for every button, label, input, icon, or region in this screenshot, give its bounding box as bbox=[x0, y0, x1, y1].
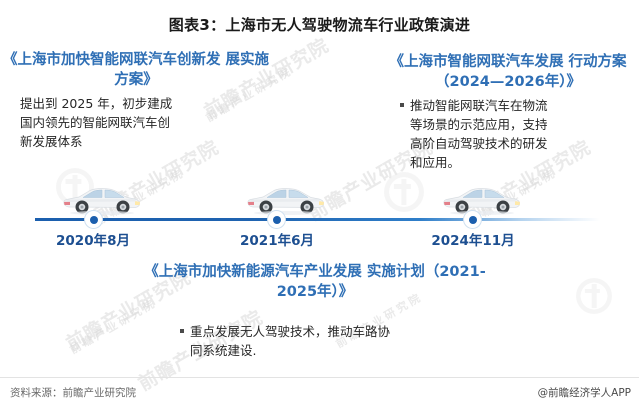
policy-body-left: 提出到 2025 年，初步建成 国内领先的智能网联汽车创 新发展体系 bbox=[20, 94, 270, 151]
timeline-node-marker[interactable] bbox=[464, 211, 481, 228]
source-label: 资料来源：前瞻产业研究院 bbox=[10, 387, 136, 399]
square-bullet-icon bbox=[400, 103, 404, 107]
policy-heading-line: 《上海市智能网联汽车发展 bbox=[389, 54, 564, 70]
policy-heading-line: 《上海市加快新能源汽车产业发展 bbox=[144, 264, 362, 280]
car-icon bbox=[443, 188, 520, 215]
timeline-axis bbox=[35, 218, 600, 221]
car-icon bbox=[247, 188, 324, 215]
policy-heading-line: 行动方案（2024—2026年）》 bbox=[435, 54, 627, 90]
watermark-text: 前瞻产业研究院 bbox=[67, 296, 159, 357]
policy-heading-left: 《上海市加快智能网联汽车创新发 展实施方案》 bbox=[2, 50, 270, 90]
watermark-logo-icon bbox=[384, 172, 424, 212]
timeline-node-marker[interactable] bbox=[268, 211, 285, 228]
chart-title: 图表3：上海市无人驾驶物流车行业政策演进 bbox=[168, 16, 471, 34]
footer-divider bbox=[0, 377, 639, 378]
policy-body-line: 和应用。 bbox=[410, 155, 461, 170]
policy-body-bottom: 重点发展无人驾驶技术，推动车路协 同系统建设. bbox=[180, 322, 500, 360]
car-icon bbox=[63, 188, 140, 215]
policy-body-line: 等场景的示范应用，支持 bbox=[410, 117, 548, 132]
timeline-node-marker[interactable] bbox=[85, 211, 102, 228]
policy-body-line: 推动智能网联汽车在物流 bbox=[410, 98, 548, 113]
policy-heading-line: 展实施方案》 bbox=[114, 52, 270, 88]
policy-heading-line: 实施计划（2021-2025年）》 bbox=[276, 264, 486, 300]
policy-body-line: 提出到 2025 年，初步建成 bbox=[20, 96, 173, 111]
policy-body-line: 同系统建设. bbox=[190, 343, 257, 358]
policy-heading-line: 《上海市加快智能网联汽车创新发 bbox=[2, 52, 221, 68]
policy-body-line: 重点发展无人驾驶技术，推动车路协 bbox=[190, 324, 391, 339]
policy-body-right: 推动智能网联汽车在物流 等场景的示范应用，支持 高阶自动驾驶技术的研发 和应用。 bbox=[400, 96, 635, 172]
policy-body-line: 高阶自动驾驶技术的研发 bbox=[410, 136, 548, 151]
timeline-date-label: 2021年6月 bbox=[240, 233, 314, 249]
policy-body-line: 国内领先的智能网联汽车创 bbox=[20, 115, 171, 130]
square-bullet-icon bbox=[180, 329, 184, 333]
timeline-date-label: 2024年11月 bbox=[431, 233, 515, 249]
policy-body-line: 新发展体系 bbox=[20, 134, 83, 149]
policy-heading-right: 《上海市智能网联汽车发展 行动方案（2024—2026年）》 bbox=[382, 52, 634, 92]
watermark-logo-icon bbox=[576, 278, 612, 314]
policy-heading-bottom: 《上海市加快新能源汽车产业发展 实施计划（2021-2025年）》 bbox=[140, 262, 490, 302]
timeline-date-label: 2020年8月 bbox=[56, 233, 130, 249]
account-label: @前瞻经济学人APP bbox=[537, 387, 631, 399]
